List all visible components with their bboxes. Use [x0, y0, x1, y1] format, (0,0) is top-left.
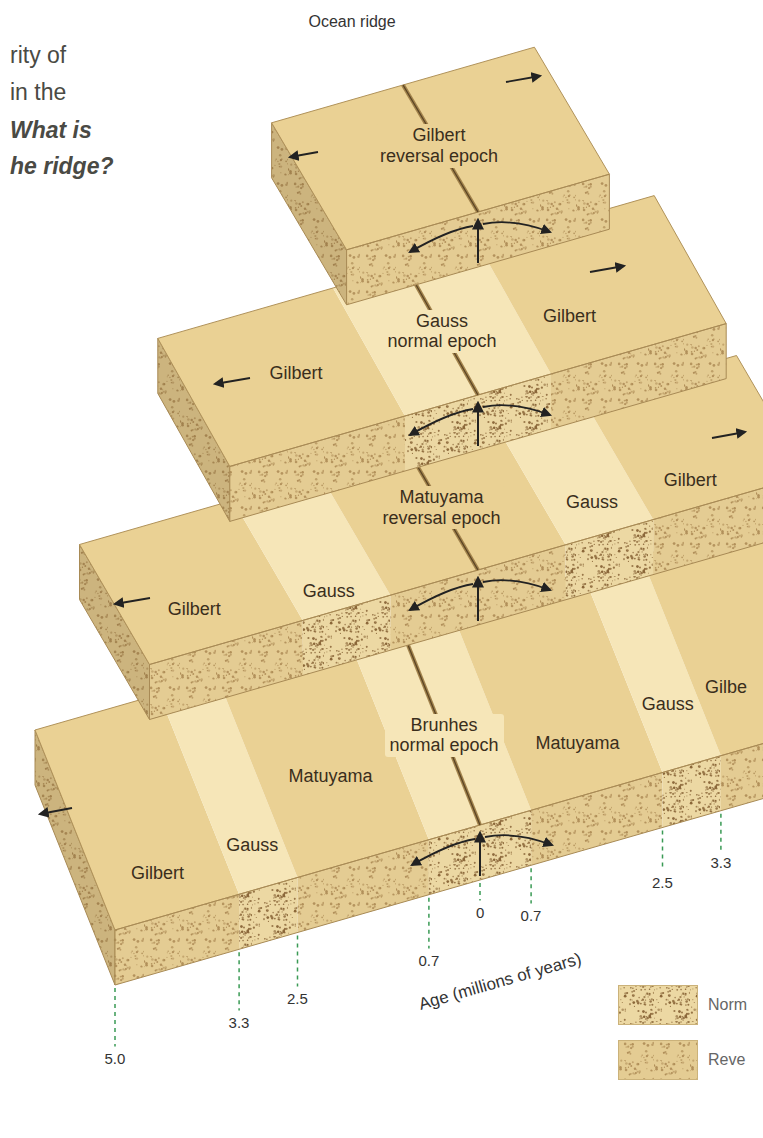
- legend-swatch-fill: [619, 1041, 698, 1080]
- legend-text: Norm: [708, 996, 747, 1014]
- front-outline: [115, 720, 763, 985]
- epoch-name: Gilbert: [270, 363, 323, 384]
- epoch-name: Gilbe: [705, 677, 747, 698]
- legend-swatch: [618, 1040, 698, 1080]
- caption-fragment: rity of: [10, 42, 66, 68]
- upwelling-arrow: [477, 220, 479, 263]
- epoch-name: Gilbert: [664, 470, 717, 491]
- ridge-title: Ocean ridge: [309, 13, 396, 31]
- plate-motion-arrow: [290, 152, 318, 157]
- epoch-name: Gilbert: [131, 863, 184, 884]
- age-tick-value: 2.5: [287, 990, 308, 1007]
- age-tick-value: 2.5: [652, 874, 673, 891]
- spreading-flow-arrow: [410, 226, 473, 252]
- age-tick: [479, 883, 481, 901]
- age-tick-value: 0: [476, 904, 484, 921]
- epoch-name: Gauss: [303, 581, 355, 602]
- ridge-epoch-label: Brunhes normal epoch: [385, 714, 504, 757]
- age-tick-value: 3.3: [710, 854, 731, 871]
- epoch-name: Gilbert: [168, 599, 221, 620]
- plate-motion-arrow: [40, 808, 72, 814]
- spreading-flow-arrow: [483, 580, 550, 590]
- top-outline: [158, 196, 726, 467]
- front-outline: [347, 174, 610, 305]
- plate-motion-arrow: [590, 266, 624, 272]
- epoch-name: Gauss: [642, 694, 694, 715]
- spreading-flow-arrow: [410, 409, 473, 435]
- plate-motion-arrows: [40, 76, 745, 814]
- age-tick-value: 5.0: [105, 1050, 126, 1067]
- age-tick-value: 0.7: [521, 907, 542, 924]
- legend-item: Norm: [618, 985, 747, 1025]
- age-tick: [238, 952, 240, 1010]
- caption-fragment: he ridge?: [10, 153, 114, 179]
- age-tick: [662, 831, 664, 871]
- upwelling-arrow: [477, 403, 479, 446]
- legend-swatch: [618, 985, 698, 1025]
- age-tick: [114, 988, 116, 1047]
- ridge-epoch-label: Gilbert reversal epoch: [375, 124, 503, 167]
- top-outline: [272, 47, 610, 250]
- top-stripe: [272, 47, 610, 250]
- epoch-name: Matuyama: [536, 733, 620, 754]
- epoch-name: Gauss: [226, 835, 278, 856]
- spreading-flow-arrow: [410, 584, 473, 610]
- age-tick: [530, 868, 532, 903]
- spreading-flow-arrow: [412, 839, 475, 865]
- ridge-epoch-label: Gauss normal epoch: [383, 310, 502, 353]
- legend-swatch-fill: [619, 986, 698, 1025]
- upwelling-arrow: [477, 578, 479, 621]
- spreading-flow-arrow: [485, 835, 552, 845]
- caption-fragment: in the: [10, 79, 66, 105]
- epoch-name: Matuyama: [288, 766, 372, 787]
- caption-fragment: What is: [10, 117, 92, 143]
- spreading-flow-arrow: [483, 405, 550, 415]
- plate-motion-arrow: [215, 378, 250, 384]
- epoch-name: Gauss: [566, 492, 618, 513]
- plate-motion-arrow: [712, 432, 745, 438]
- plate-motion-arrow: [506, 76, 540, 82]
- legend-item: Reve: [618, 1040, 745, 1080]
- age-tick: [428, 898, 430, 949]
- plate-motion-arrow: [115, 598, 150, 604]
- age-tick-value: 0.7: [418, 952, 439, 969]
- epoch-name: Gilbert: [543, 306, 596, 327]
- crust-block: [272, 47, 610, 305]
- legend-text: Reve: [708, 1051, 745, 1069]
- axis-title: Age (millions of years): [417, 949, 584, 1014]
- age-ticks: [115, 814, 721, 1047]
- upwelling-arrow: [479, 833, 481, 876]
- spreading-flow-arrow: [483, 222, 550, 232]
- age-tick: [720, 814, 722, 851]
- age-tick-value: 3.3: [229, 1014, 250, 1031]
- age-tick: [297, 936, 299, 987]
- ridge-epoch-label: Matuyama reversal epoch: [378, 486, 506, 529]
